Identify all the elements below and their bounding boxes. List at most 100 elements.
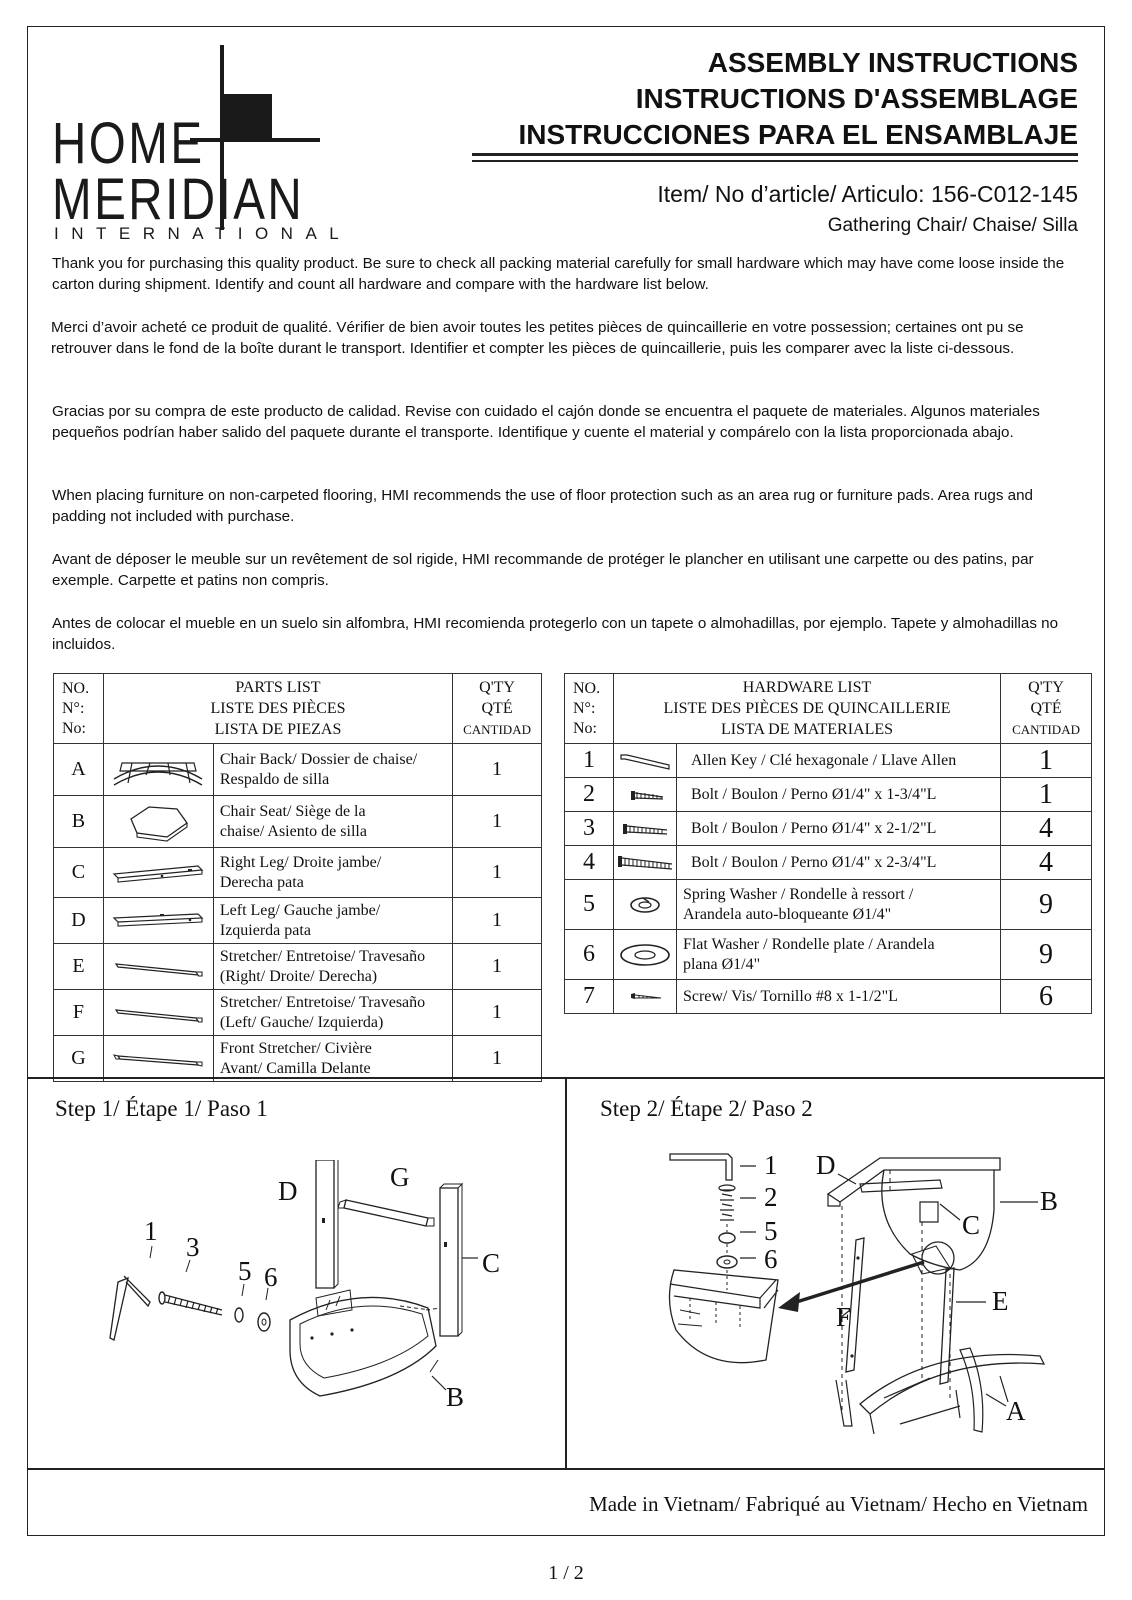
stretcher-e-drawing (939, 1267, 955, 1385)
header-text: CANTIDAD (1012, 722, 1080, 737)
title-french: INSTRUCTIONS D'ASSEMBLAGE (635, 83, 1078, 114)
hardware-qty: 1 (1000, 743, 1092, 778)
hardware-description: Bolt / Boulon / Perno Ø1/4" x 1-3/4"L (675, 777, 1002, 812)
spring-washer-drawing (234, 1307, 244, 1323)
desc-line: Stretcher/ Entretoise/ Travesaño (219, 993, 426, 1011)
hardware-no-header: NO. N°: No: (564, 673, 614, 744)
desc-line: Left Leg/ Gauche jambe/ (219, 901, 381, 919)
intro-paragraph-es: Gracias por su compra de este producto d… (52, 403, 1040, 441)
hardware-qty: 4 (1000, 845, 1092, 880)
desc-line: Derecha pata (219, 873, 304, 891)
flat-washer-drawing (257, 1312, 271, 1332)
header-text: N°: (573, 699, 596, 717)
hardware-description: Allen Key / Clé hexagonale / Llave Allen (675, 743, 1002, 778)
hardware-title-header: HARDWARE LIST LISTE DES PIÈCES DE QUINCA… (612, 673, 1002, 744)
header-text: QTÉ (481, 700, 513, 717)
parts-header-row: NO. N°: No: PARTS LIST LISTE DES PIÈCES … (53, 673, 542, 744)
callout-1: 1 (764, 1150, 778, 1180)
callout-e: E (992, 1286, 1009, 1316)
right-leg-icon (102, 847, 214, 898)
part-qty: 1 (452, 897, 542, 944)
floor-note-en: When placing furniture on non-carpeted f… (52, 487, 1033, 525)
part-description: Left Leg/ Gauche jambe/Izquierda pata (212, 897, 454, 944)
part-description: Chair Back/ Dossier de chaise/Respaldo d… (212, 743, 454, 796)
footer-rule (27, 1468, 1105, 1470)
table-row: D Left Leg/ Gauche jambe/Izquierda pata … (53, 897, 542, 944)
desc-line: Bolt / Boulon / Perno Ø1/4" x 1-3/4"L (690, 785, 937, 803)
parts-list-table: NO. N°: No: PARTS LIST LISTE DES PIÈCES … (53, 673, 542, 1082)
chair-back-icon (102, 743, 214, 796)
desc-line: Front Stretcher/ Civière (219, 1039, 372, 1057)
item-number: Item/ No d’article/ Articulo: 156-C012-1… (657, 181, 1078, 207)
hardware-description: Screw/ Vis/ Tornillo #8 x 1-1/2"L (675, 979, 1002, 1014)
table-row: 5 Spring Washer / Rondelle à ressort /Ar… (564, 879, 1092, 930)
hardware-number: 1 (564, 743, 614, 778)
allen-key-icon (612, 743, 677, 778)
bolt-drawing (720, 1189, 734, 1221)
callout-2: 2 (764, 1182, 778, 1212)
callout-c: C (962, 1210, 980, 1240)
callout-g: G (390, 1162, 410, 1192)
desc-line: (Left/ Gauche/ Izquierda) (219, 1013, 384, 1031)
intro-paragraph-en: Thank you for purchasing this quality pr… (52, 255, 1065, 293)
step2-diagram: 1 2 5 6 D B C E F A (668, 1150, 1058, 1435)
desc-line: Bolt / Boulon / Perno Ø1/4" x 2-1/2"L (690, 819, 937, 837)
hardware-number: 6 (564, 929, 614, 980)
header-text: CANTIDAD (463, 722, 531, 737)
long-bolt-icon (612, 845, 677, 880)
header-text: LISTA DE PIEZAS (214, 721, 342, 738)
stretcher-icon (102, 989, 214, 1036)
table-row: 4 Bolt / Boulon / Perno Ø1/4" x 2-3/4"L … (564, 845, 1092, 880)
page-frame (27, 26, 1105, 1536)
hardware-number: 4 (564, 845, 614, 880)
part-description: Stretcher/ Entretoise/ Travesaño (Left/ G… (212, 989, 454, 1036)
logo-line-home: HOME (52, 111, 205, 176)
part-qty: 1 (452, 989, 542, 1036)
callout-6: 6 (264, 1262, 278, 1292)
desc-line: plana Ø1/4" (682, 955, 761, 973)
hardware-number: 2 (564, 777, 614, 812)
header-text: Q'TY (1028, 679, 1064, 696)
hardware-description: Bolt / Boulon / Perno Ø1/4" x 2-3/4"L (675, 845, 1002, 880)
header-text: No: (62, 719, 86, 737)
hardware-description: Spring Washer / Rondelle à ressort /Aran… (675, 879, 1002, 930)
logo-line-international: INTERNATIONAL (54, 224, 352, 243)
table-row: 3 Bolt / Boulon / Perno Ø1/4" x 2-1/2"L … (564, 811, 1092, 846)
desc-line: Bolt / Boulon / Perno Ø1/4" x 2-3/4"L (690, 853, 937, 871)
left-leg-icon (102, 897, 214, 944)
header-text: NO. (573, 679, 601, 697)
stretcher-f-drawing (845, 1237, 865, 1373)
intro-paragraph-fr: Merci d’avoir acheté ce produit de quali… (51, 319, 1024, 357)
short-bolt-icon (612, 777, 677, 812)
callout-d: D (816, 1150, 836, 1180)
table-row: 7 Screw/ Vis/ Tornillo #8 x 1-1/2"L 6 (564, 979, 1092, 1014)
leg-d-drawing (315, 1160, 335, 1289)
part-letter: E (53, 943, 104, 990)
callout-a: A (1006, 1396, 1026, 1426)
step-divider (565, 1077, 567, 1469)
part-letter: D (53, 897, 104, 944)
hardware-qty: 1 (1000, 777, 1092, 812)
table-row: C Right Leg/ Droite jambe/Derecha pata 1 (53, 847, 542, 898)
chair-seat-icon (102, 795, 214, 848)
part-qty: 1 (452, 743, 542, 796)
desc-line: (Right/ Droite/ Derecha) (219, 967, 378, 985)
allen-key-drawing (109, 1276, 129, 1341)
desc-line: chaise/ Asiento de silla (219, 822, 367, 840)
hardware-qty: 9 (1000, 879, 1092, 930)
frame-top-drawing (826, 1157, 1001, 1203)
header-text: No: (573, 719, 597, 737)
title-rule-bottom (472, 160, 1078, 162)
hardware-description: Bolt / Boulon / Perno Ø1/4" x 2-1/2"L (675, 811, 1002, 846)
callout-5: 5 (238, 1256, 252, 1286)
header-text: PARTS LIST (235, 679, 321, 696)
logo-mark (190, 45, 320, 230)
callout-6: 6 (764, 1244, 778, 1274)
callout-1: 1 (144, 1216, 158, 1246)
table-row: 1 Allen Key / Clé hexagonale / Llave All… (564, 743, 1092, 778)
stretcher-icon (102, 943, 214, 990)
header-text: LISTA DE MATERIALES (720, 721, 894, 738)
